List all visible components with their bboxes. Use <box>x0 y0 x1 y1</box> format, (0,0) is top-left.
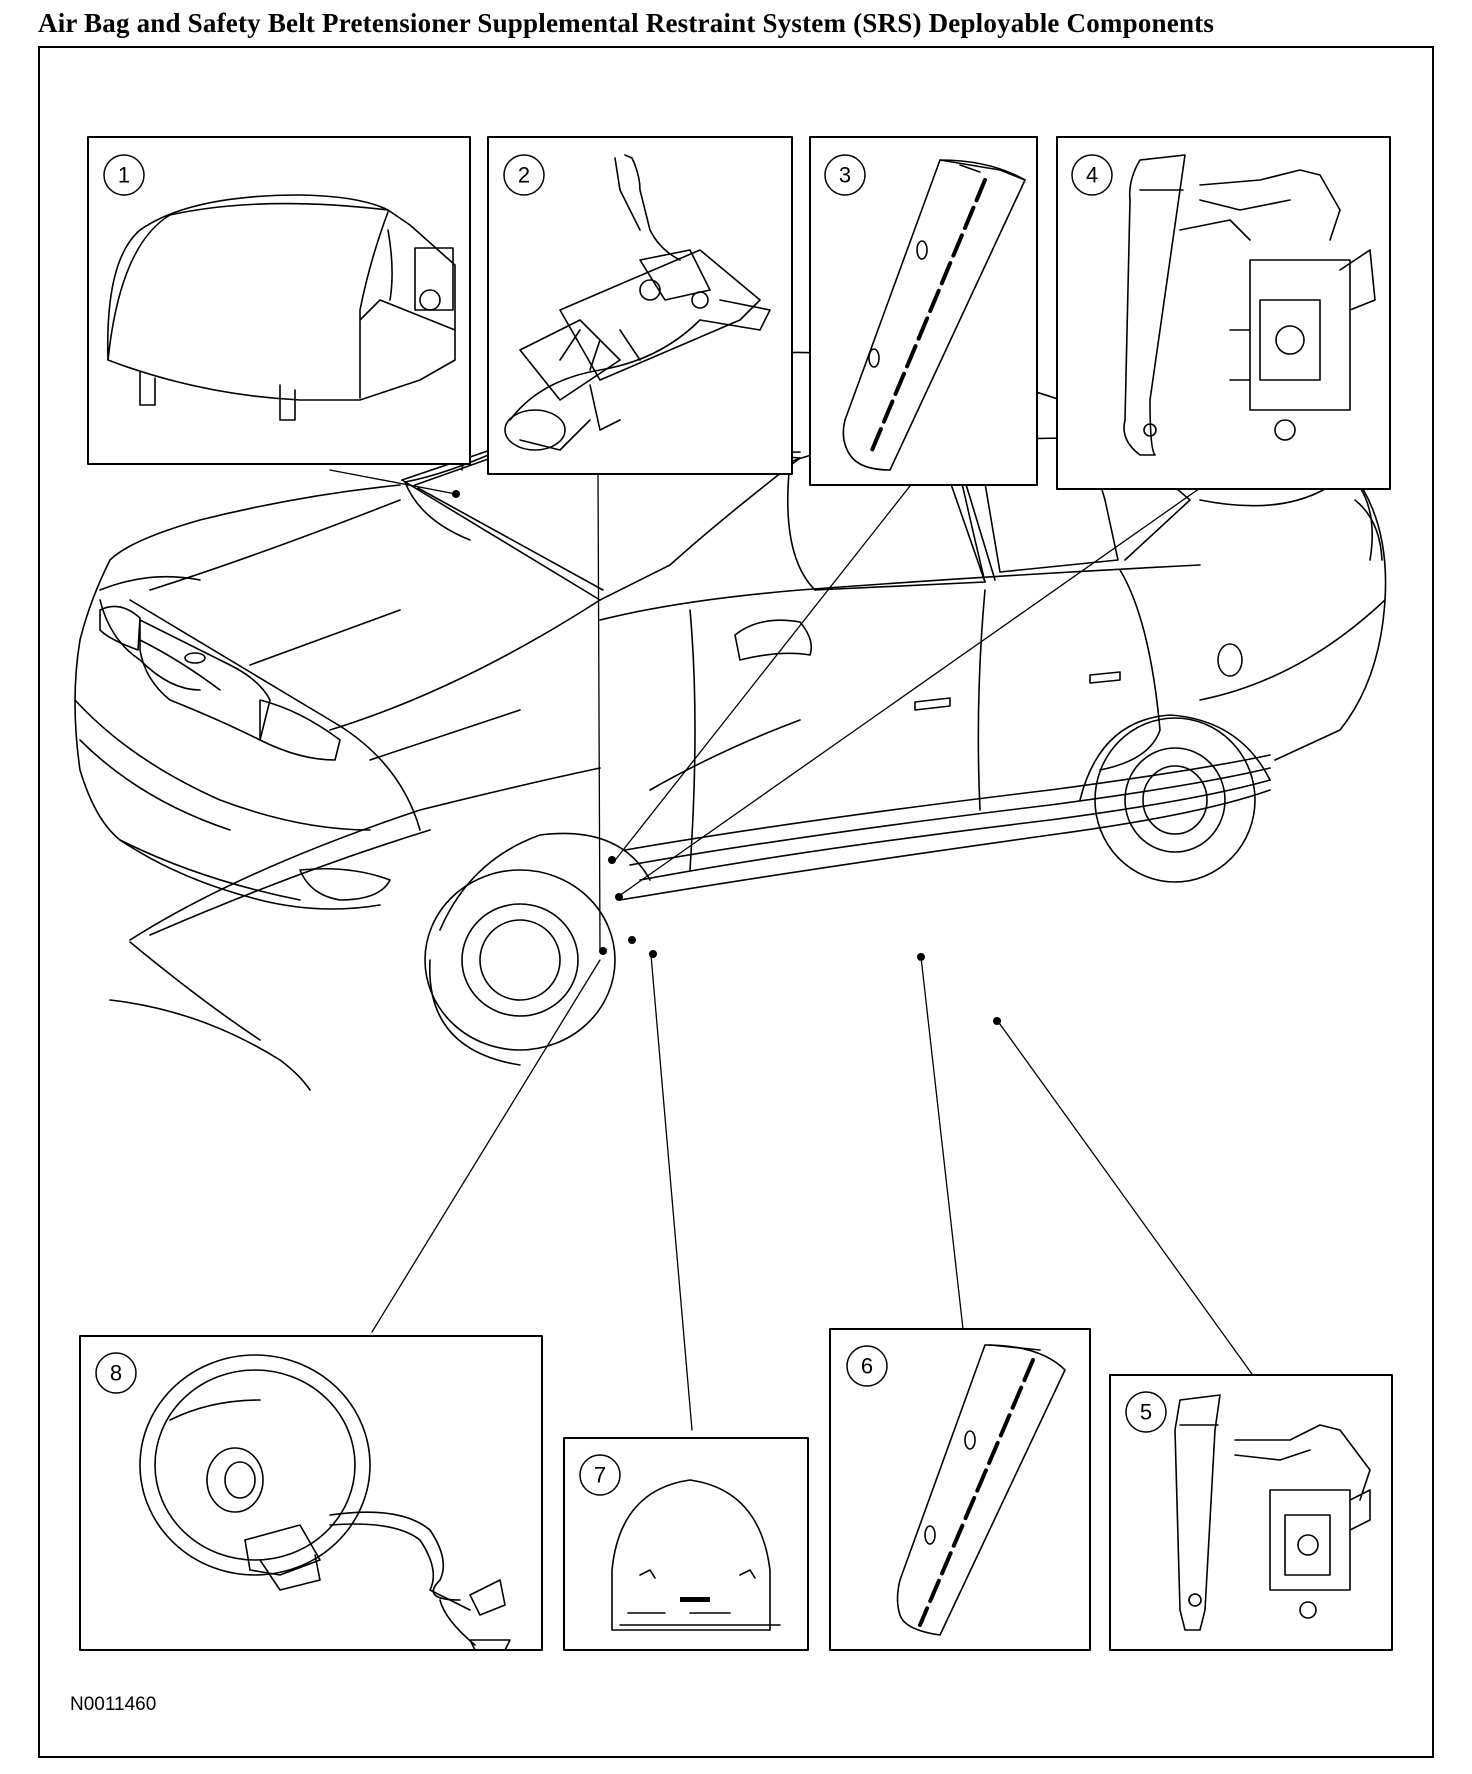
callout-4: 4 <box>1071 154 1113 196</box>
svg-text:1: 1 <box>118 163 130 188</box>
leader-dots <box>452 490 1001 1025</box>
diagram-frame <box>38 46 1434 1758</box>
svg-text:4: 4 <box>1086 163 1098 188</box>
svg-text:7: 7 <box>594 1463 606 1488</box>
inset-box-1 <box>87 136 471 465</box>
callout-5: 5 <box>1125 1391 1167 1433</box>
callout-2: 2 <box>503 154 545 196</box>
callout-1: 1 <box>103 154 145 196</box>
svg-text:5: 5 <box>1140 1400 1152 1425</box>
callout-8: 8 <box>95 1352 137 1394</box>
callout-3: 3 <box>824 154 866 196</box>
diagram-title: Air Bag and Safety Belt Pretensioner Sup… <box>38 8 1215 38</box>
svg-text:3: 3 <box>839 163 851 188</box>
inset-box-4 <box>1056 136 1391 490</box>
inset-box-7 <box>563 1437 809 1651</box>
svg-text:6: 6 <box>861 1354 873 1379</box>
callout-7: 7 <box>579 1454 621 1496</box>
inset-box-2 <box>487 136 793 475</box>
svg-text:8: 8 <box>110 1361 122 1386</box>
figure-code: N0011460 <box>70 1694 157 1715</box>
svg-text:2: 2 <box>518 163 530 188</box>
callout-6: 6 <box>846 1345 888 1387</box>
inset-box-8 <box>79 1335 543 1651</box>
leader-lines <box>329 469 1253 1431</box>
